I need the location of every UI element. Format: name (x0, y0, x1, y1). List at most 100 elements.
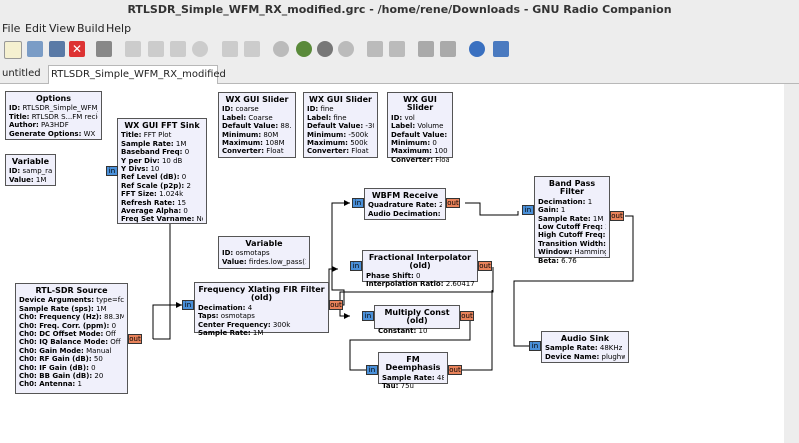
block-param: Maximum: 500k (307, 139, 368, 148)
block-fm-deemphasis[interactable]: FM Deemphasis Sample Rate: 48k Tau: 75u (378, 352, 448, 390)
block-param: Average Alpha: 0 (121, 207, 188, 216)
block-param: Window: Hamming (538, 248, 606, 257)
vertical-scrollbar[interactable] (784, 84, 799, 443)
block-fft-sink[interactable]: WX GUI FFT Sink Title: FFT Plot Sample R… (117, 118, 207, 224)
deemphasis-in-port[interactable]: in (366, 365, 378, 375)
tab-flowgraph[interactable]: RTLSDR_Simple_WFM_RX_modified✕ (48, 65, 226, 98)
disable-icon[interactable] (273, 41, 289, 57)
block-title: Variable (11, 157, 50, 166)
fft-sink-in-port[interactable]: in (106, 166, 118, 176)
window-title: RTLSDR_Simple_WFM_RX_modified.grc - /hom… (0, 0, 799, 20)
new-icon[interactable] (4, 41, 22, 59)
copy-icon[interactable] (148, 41, 164, 57)
wbfm-in-port[interactable]: in (352, 198, 364, 208)
block-param: Decimation: 1 (538, 197, 593, 206)
xlating-in-port[interactable]: in (182, 300, 194, 310)
block-title: WX GUI Slider (403, 95, 437, 113)
rtlsdr-out-port[interactable]: out (128, 334, 142, 344)
deemphasis-out-port[interactable]: out (448, 365, 462, 375)
reload-icon[interactable] (469, 41, 485, 57)
block-param: Value: 1M (9, 175, 47, 184)
block-variable-osmotaps[interactable]: Variable ID: osmotaps Value: firdes.low_… (218, 236, 310, 269)
block-param: Audio Decimation: 2 (368, 209, 441, 218)
block-xlating-fir-filter[interactable]: Frequency Xlating FIR Filter (old) Decim… (194, 282, 329, 337)
block-slider-volume[interactable]: WX GUI Slider ID: vol Label: Volume Defa… (387, 92, 453, 164)
block-title: Options (35, 94, 72, 103)
block-multiply-const[interactable]: Multiply Const (old) Constant: 10 (374, 305, 460, 335)
block-rtlsdr-source[interactable]: RTL-SDR Source Device Arguments: type=fc… (15, 283, 128, 394)
wbfm-out-port[interactable]: out (446, 198, 460, 208)
undo-icon[interactable] (222, 41, 238, 57)
block-param: Ch0: Gain Mode: Manual (19, 346, 112, 355)
block-param: Ch0: IQ Balance Mode: Off (19, 338, 121, 347)
rotate-left-icon[interactable] (367, 41, 383, 57)
tab-untitled[interactable]: untitled✕ (0, 65, 48, 97)
block-param: Converter: Float (391, 155, 449, 164)
block-param: Quadrature Rate: 250k (368, 201, 442, 210)
block-param: Center Frequency: 300k (198, 320, 291, 329)
block-title: FM Deemphasis (385, 355, 441, 373)
block-param: Value: firdes.low_pass(1.0... (222, 257, 306, 266)
block-param: Interpolation Ratio: 2.60417 (366, 280, 474, 289)
block-title: WX GUI Slider (225, 95, 289, 104)
redo-icon[interactable] (244, 41, 260, 57)
execute-icon[interactable] (317, 41, 333, 57)
paste-icon[interactable] (170, 41, 186, 57)
block-param: ID: samp_rate (9, 167, 52, 176)
save-icon[interactable] (49, 41, 65, 57)
block-title: WX GUI FFT Sink (124, 121, 200, 130)
block-param: Refresh Rate: 15 (121, 198, 187, 207)
multiply-in-port[interactable]: in (362, 311, 374, 321)
block-param: Sample Rate: 48KHz (545, 344, 623, 353)
xlating-out-port[interactable]: out (329, 300, 343, 310)
menu-view[interactable]: View (49, 22, 76, 35)
close-icon[interactable]: ✕ (69, 41, 85, 57)
block-variable-samp-rate[interactable]: Variable ID: samp_rate Value: 1M (5, 154, 56, 186)
disable-block-icon[interactable] (440, 41, 456, 57)
print-icon[interactable] (96, 41, 112, 57)
menu-build[interactable]: Build (77, 22, 105, 35)
block-wbfm-receive[interactable]: WBFM Receive Quadrature Rate: 250k Audio… (364, 188, 446, 220)
multiply-out-port[interactable]: out (460, 311, 474, 321)
cut-icon[interactable] (125, 41, 141, 57)
block-param: Device Arguments: type=fc0013 (19, 296, 124, 305)
enable-icon[interactable] (418, 41, 434, 57)
block-param: ID: RTLSDR_Simple_WFM_RX (9, 104, 98, 113)
block-param: Ch0: Frequency (Hz): 88.3M (19, 313, 124, 322)
audio-sink-in-port[interactable]: in (529, 341, 541, 351)
block-param: Default Value: 10 (391, 130, 448, 139)
block-fractional-interpolator[interactable]: Fractional Interpolator (old) Phase Shif… (362, 250, 478, 288)
block-options[interactable]: Options ID: RTLSDR_Simple_WFM_RX Title: … (5, 91, 102, 140)
open-icon[interactable] (27, 41, 43, 57)
find-icon[interactable] (493, 41, 509, 57)
block-param: Phase Shift: 0 (366, 271, 421, 280)
interpolator-out-port[interactable]: out (478, 261, 492, 271)
block-param: Ref Scale (p2p): 2 (121, 181, 191, 190)
flowgraph-canvas[interactable]: Options ID: RTLSDR_Simple_WFM_RX Title: … (0, 84, 784, 443)
block-param: Label: fine (307, 113, 347, 122)
block-param: Transition Width: 4k (538, 239, 606, 248)
menu-help[interactable]: Help (106, 22, 132, 35)
menu-edit[interactable]: Edit (25, 22, 47, 35)
rotate-right-icon[interactable] (389, 41, 405, 57)
block-param: ID: vol (391, 113, 415, 122)
block-param: Sample Rate: 1M (538, 214, 604, 223)
band-pass-out-port[interactable]: out (610, 211, 624, 221)
block-audio-sink[interactable]: Audio Sink Sample Rate: 48KHz Device Nam… (541, 331, 629, 363)
block-param: Default Value: 88.3M (222, 122, 292, 131)
block-param: Ch0: BB Gain (dB): 20 (19, 372, 104, 381)
block-param: Converter: Float (307, 147, 369, 156)
interpolator-in-port[interactable]: in (350, 261, 362, 271)
kill-icon[interactable] (338, 41, 354, 57)
block-band-pass-filter[interactable]: Band Pass Filter Decimation: 1 Gain: 1 S… (534, 176, 610, 265)
menu-file[interactable]: File (2, 22, 21, 35)
band-pass-in-port[interactable]: in (522, 205, 534, 215)
block-param: Decimation: 4 (198, 303, 253, 312)
block-title: Audio Sink (560, 334, 610, 343)
delete-icon[interactable] (192, 41, 208, 57)
block-param: Label: Volume (391, 122, 444, 131)
generate-icon[interactable] (296, 41, 312, 57)
block-param: Beta: 6.76 (538, 256, 577, 265)
block-slider-coarse[interactable]: WX GUI Slider ID: coarse Label: Coarse D… (218, 92, 296, 158)
block-slider-fine[interactable]: WX GUI Slider ID: fine Label: fine Defau… (303, 92, 378, 158)
